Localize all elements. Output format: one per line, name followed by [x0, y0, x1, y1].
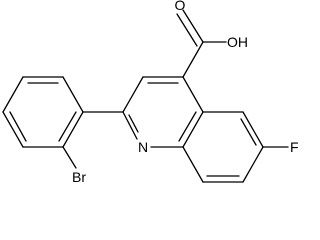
bonds — [2, 9, 289, 183]
bond-c5-c6 — [242, 111, 264, 148]
bond-c4-cooh — [182, 41, 204, 78]
atom-label-nitrogen: N — [138, 139, 148, 155]
atom-label-bromine: Br — [72, 169, 86, 185]
atom-label-carbonyl-o: O — [175, 0, 186, 13]
bond-n-c2 — [122, 111, 138, 140]
atom-labels: O OH N F Br — [72, 0, 299, 185]
bond-c4prime-c5prime — [2, 76, 24, 113]
bond-n-c2-inner — [128, 114, 139, 133]
bond-c3prime-c4prime — [2, 111, 24, 148]
bond-c3prime-c4prime-inner — [9, 111, 27, 142]
atom-label-hydroxyl: OH — [227, 34, 248, 50]
bond-c1prime-c2prime-inner — [58, 111, 77, 142]
bond-c4a-c8a — [182, 111, 204, 148]
bond-c2-c3 — [122, 76, 144, 113]
bond-c-o-double-b — [176, 13, 198, 47]
bond-c4-c4a — [182, 76, 204, 113]
molecule-structure: O OH N F Br — [0, 0, 310, 189]
bond-c2prime-br — [62, 146, 77, 169]
bond-c6-c7 — [242, 146, 264, 183]
bond-c5-c6-inner — [240, 118, 257, 146]
bond-c4a-c8a-inner — [178, 111, 197, 142]
bond-c8-c8a — [182, 146, 204, 183]
canvas-background — [0, 0, 310, 189]
bond-c6prime-c1prime — [62, 76, 84, 113]
atom-label-fluorine: F — [290, 139, 299, 155]
bond-c-o-double-a — [182, 9, 204, 43]
bond-c1prime-c2prime — [62, 111, 84, 148]
